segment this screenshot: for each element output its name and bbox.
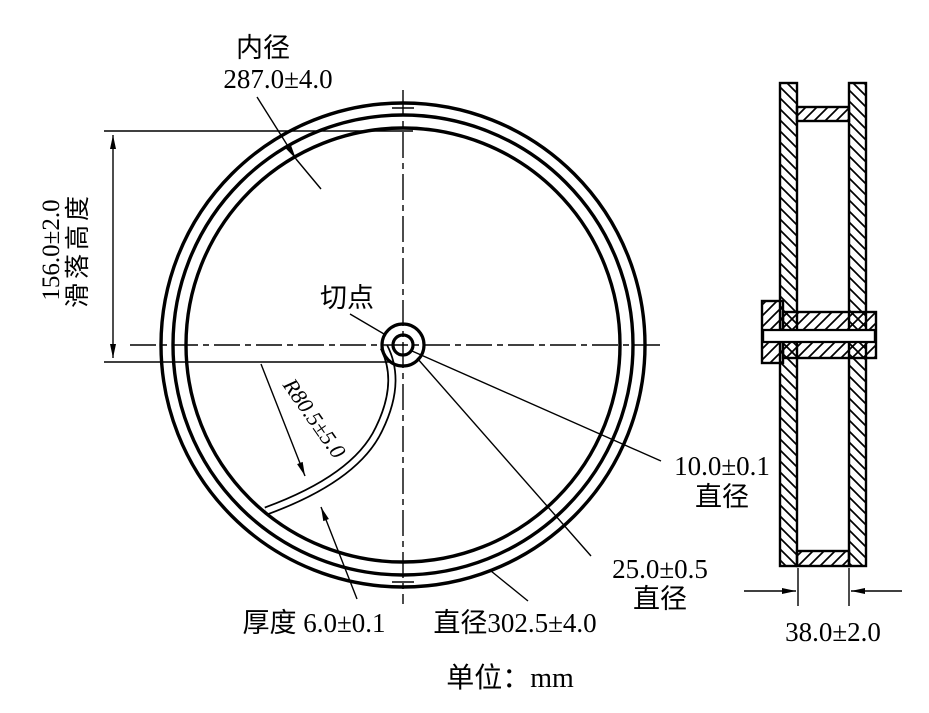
inner-diameter-leader bbox=[256, 96, 322, 190]
slide-radius-dimension-line bbox=[260, 363, 306, 477]
centerlines bbox=[130, 90, 663, 604]
slide-height-value: 156.0±2.0 bbox=[38, 199, 65, 300]
hub-circles bbox=[380, 322, 426, 368]
slide-height-label: 滑落高度 bbox=[64, 192, 92, 308]
hub-circle bbox=[380, 322, 426, 368]
hub-section bbox=[760, 299, 878, 365]
bottom-rim-bar bbox=[795, 549, 851, 568]
tangent-point-label: 切点 bbox=[320, 283, 374, 313]
annotations: 内径 287.0±4.0 156.0±2.0 滑落高度 切点 R80.5±5.0… bbox=[38, 33, 881, 694]
outer-diameter-leader bbox=[490, 570, 529, 602]
hub-value: 25.0±0.5 bbox=[612, 554, 708, 584]
inner-diameter-circle bbox=[171, 113, 635, 577]
outer-diameter-value: 直径302.5±4.0 bbox=[433, 608, 596, 638]
front-view bbox=[104, 90, 663, 604]
top-rim-bar bbox=[795, 105, 851, 123]
width-dimension bbox=[744, 568, 902, 606]
axle-hole-value: 10.0±0.1 bbox=[674, 451, 770, 481]
axle-hole-circle bbox=[391, 333, 415, 357]
axle-hole-label: 直径 bbox=[695, 482, 749, 512]
inner-diameter-label: 内径 bbox=[236, 33, 290, 63]
rim-inner-edge-circle bbox=[184, 126, 622, 564]
thickness-leader bbox=[320, 506, 358, 600]
slide-radius-annotation: R80.5±5.0 bbox=[274, 367, 356, 469]
slide-radius-value: R80.5±5.0 bbox=[278, 373, 352, 463]
inner-diameter-value: 287.0±4.0 bbox=[223, 64, 332, 94]
slide-arc bbox=[264, 344, 397, 516]
axle-hole-band bbox=[764, 330, 875, 342]
unit-note: 单位：mm bbox=[446, 662, 574, 694]
tangent-point-leader bbox=[349, 313, 385, 335]
axle-hole-leader bbox=[411, 350, 662, 462]
outer-diameter-circle bbox=[159, 101, 647, 589]
side-width-value: 38.0±2.0 bbox=[785, 617, 881, 647]
side-view bbox=[744, 81, 902, 606]
thickness-label: 厚度 6.0±0.1 bbox=[242, 608, 385, 638]
hub-leader bbox=[416, 357, 592, 557]
wheel-rim-circles bbox=[159, 101, 647, 589]
leader-lines bbox=[256, 96, 662, 602]
hub-label: 直径 bbox=[633, 584, 687, 614]
